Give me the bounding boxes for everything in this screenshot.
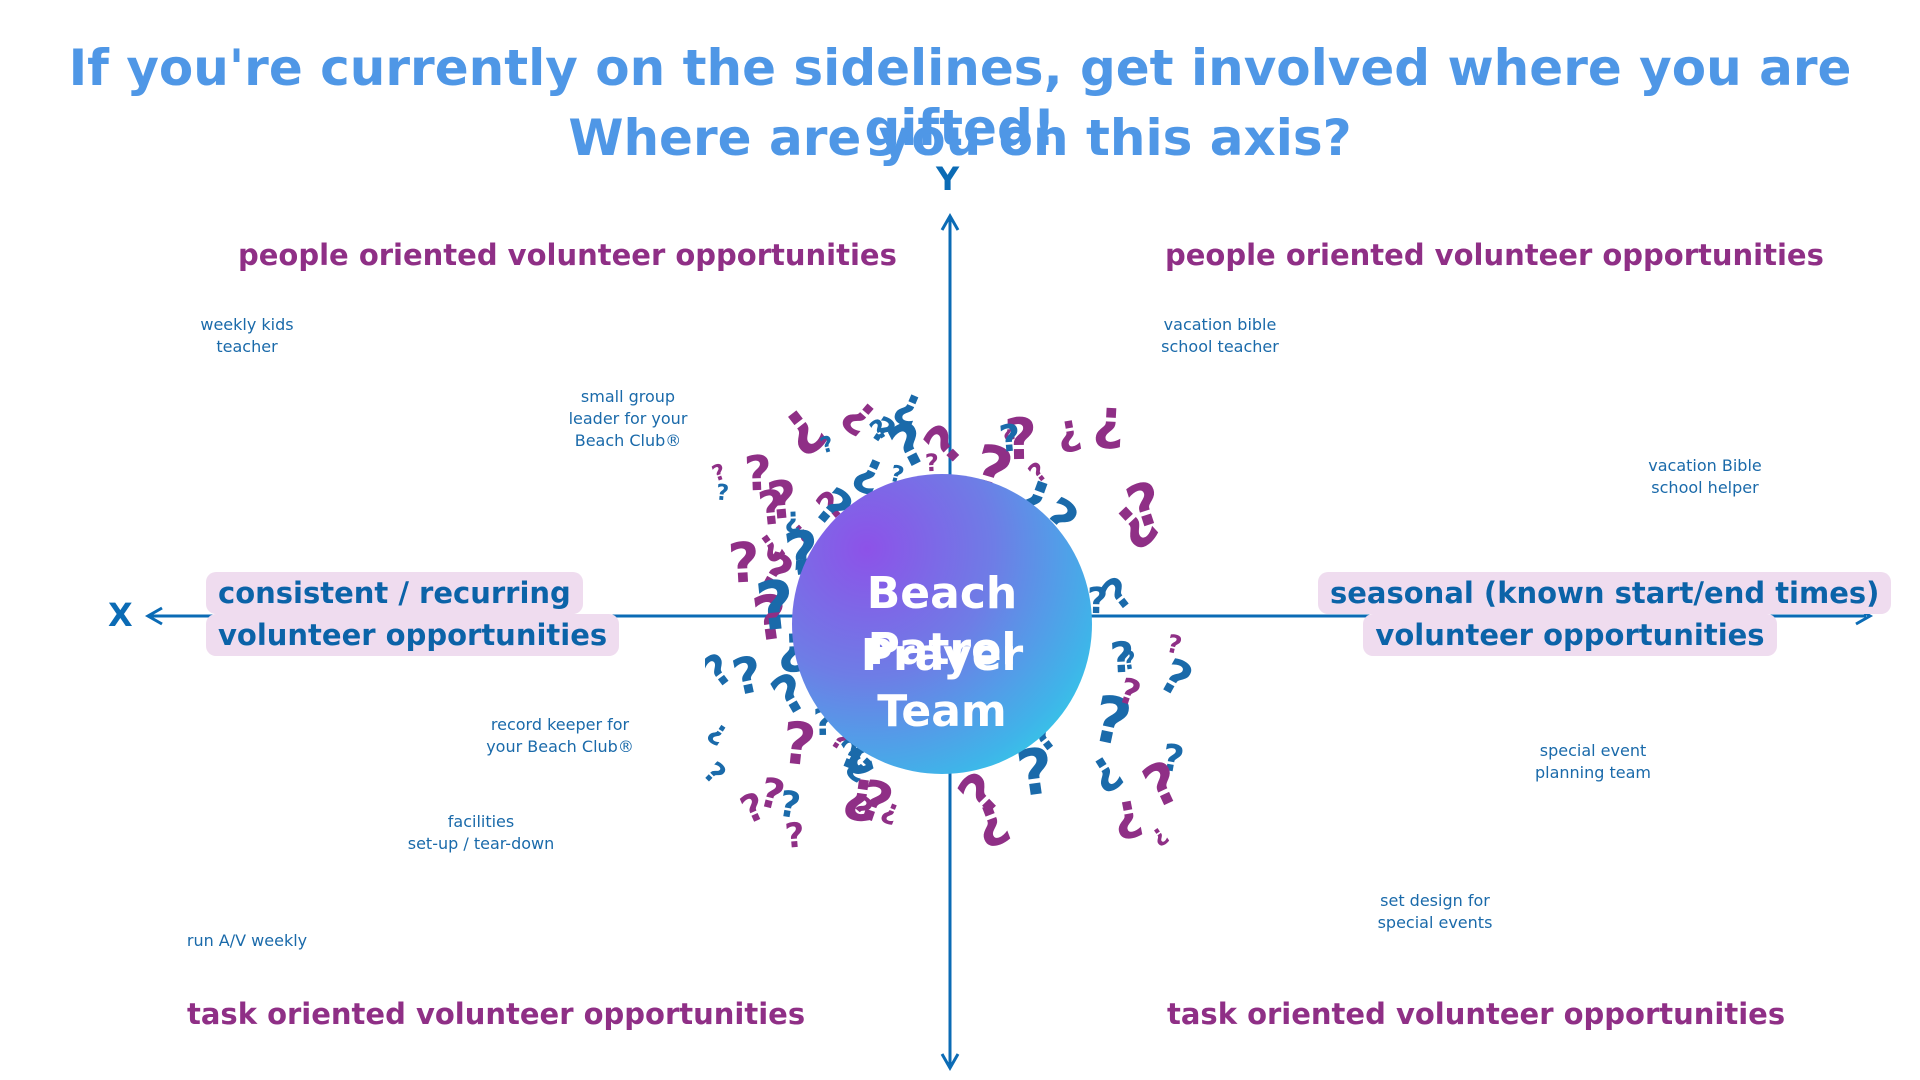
question-mark-icon: ¿ <box>1144 818 1172 850</box>
question-mark-icon: ¿ <box>1106 780 1147 844</box>
y-axis-label: Y <box>936 160 960 198</box>
item-weekly-kids-teacher: weekly kids teacher <box>187 314 307 358</box>
y-axis-arrow-top <box>940 212 960 231</box>
page-subtitle: Where are you on this axis? <box>568 109 1352 167</box>
question-mark-icon: ¿ <box>783 500 801 535</box>
item-facilities-line1: facilities <box>447 812 515 831</box>
page-title: If you're currently on the sidelines, ge… <box>68 39 1852 157</box>
item-special-event-planning-line2: planning team <box>1534 763 1652 782</box>
axis-end-left-line1: consistent / recurring <box>206 572 583 614</box>
question-mark-icon: ¿ <box>1091 386 1127 452</box>
heading-bottom-left: task oriented volunteer opportunities <box>187 997 806 1031</box>
item-vbs-helper-line1: vacation Bible <box>1648 456 1762 475</box>
item-vbs-helper-line2: school helper <box>1651 478 1759 497</box>
item-set-design: set design for special events <box>1360 890 1510 934</box>
item-run-av: run A/V weekly <box>172 930 322 952</box>
axis-end-right: seasonal (known start/end times) volunte… <box>1318 572 1892 656</box>
question-mark-icon: ? <box>727 644 768 708</box>
item-small-group-leader-line3: Beach Club® <box>574 431 682 450</box>
center-label-line2: Prayer Team <box>860 630 1024 737</box>
question-mark-icon: ? <box>1150 647 1195 710</box>
item-set-design-line1: set design for <box>1380 891 1490 910</box>
item-run-av-line1: run A/V weekly <box>186 931 308 950</box>
question-mark-icon: ? <box>743 445 773 503</box>
question-mark-icon: ¿ <box>705 712 736 749</box>
center-circle <box>792 474 1092 774</box>
heading-top-right: people oriented volunteer opportunities <box>1165 238 1824 272</box>
x-axis-arrow-left <box>144 606 163 626</box>
item-small-group-leader-line2: leader for your <box>568 409 688 428</box>
item-record-keeper-line2: your Beach Club® <box>486 737 634 756</box>
item-vbs-helper: vacation Bible school helper <box>1630 455 1780 499</box>
question-mark-icon: ? <box>714 480 730 507</box>
question-mark-icon: ¿ <box>1051 403 1085 456</box>
axis-end-right-line2: volunteer opportunities <box>1363 614 1777 656</box>
center-label-line1: Beach Patrol <box>866 568 1018 675</box>
item-vbs-teacher: vacation bible school teacher <box>1145 314 1295 358</box>
item-small-group-leader: small group leader for your Beach Club® <box>553 386 703 452</box>
item-vbs-teacher-line1: vacation bible <box>1163 315 1277 334</box>
item-vbs-teacher-line2: school teacher <box>1161 337 1279 356</box>
y-axis-arrow-bottom <box>940 1053 960 1072</box>
item-record-keeper-line1: record keeper for <box>490 715 630 734</box>
x-axis-label: X <box>108 596 133 634</box>
item-special-event-planning-line1: special event <box>1539 741 1647 760</box>
item-facilities-line2: set-up / tear-down <box>407 834 555 853</box>
item-set-design-line2: special events <box>1377 913 1493 932</box>
heading-bottom-right: task oriented volunteer opportunities <box>1167 997 1786 1031</box>
question-mark-icon: ? <box>997 416 1023 461</box>
item-special-event-planning: special event planning team <box>1518 740 1668 784</box>
item-weekly-kids-teacher-line2: teacher <box>216 337 278 356</box>
question-mark-icon: ? <box>946 759 1016 830</box>
axis-end-right-line1: seasonal (known start/end times) <box>1318 572 1892 614</box>
axis-end-left: consistent / recurring volunteer opportu… <box>206 572 620 656</box>
axis-end-left-line2: volunteer opportunities <box>206 614 620 656</box>
item-weekly-kids-teacher-line1: weekly kids <box>200 315 294 334</box>
question-mark-icon: ? <box>817 431 837 460</box>
item-record-keeper: record keeper for your Beach Club® <box>475 714 645 758</box>
item-facilities: facilities set-up / tear-down <box>396 811 566 855</box>
item-small-group-leader-line1: small group <box>580 387 676 406</box>
heading-top-left: people oriented volunteer opportunities <box>238 238 897 272</box>
question-mark-icon: ? <box>705 755 733 792</box>
